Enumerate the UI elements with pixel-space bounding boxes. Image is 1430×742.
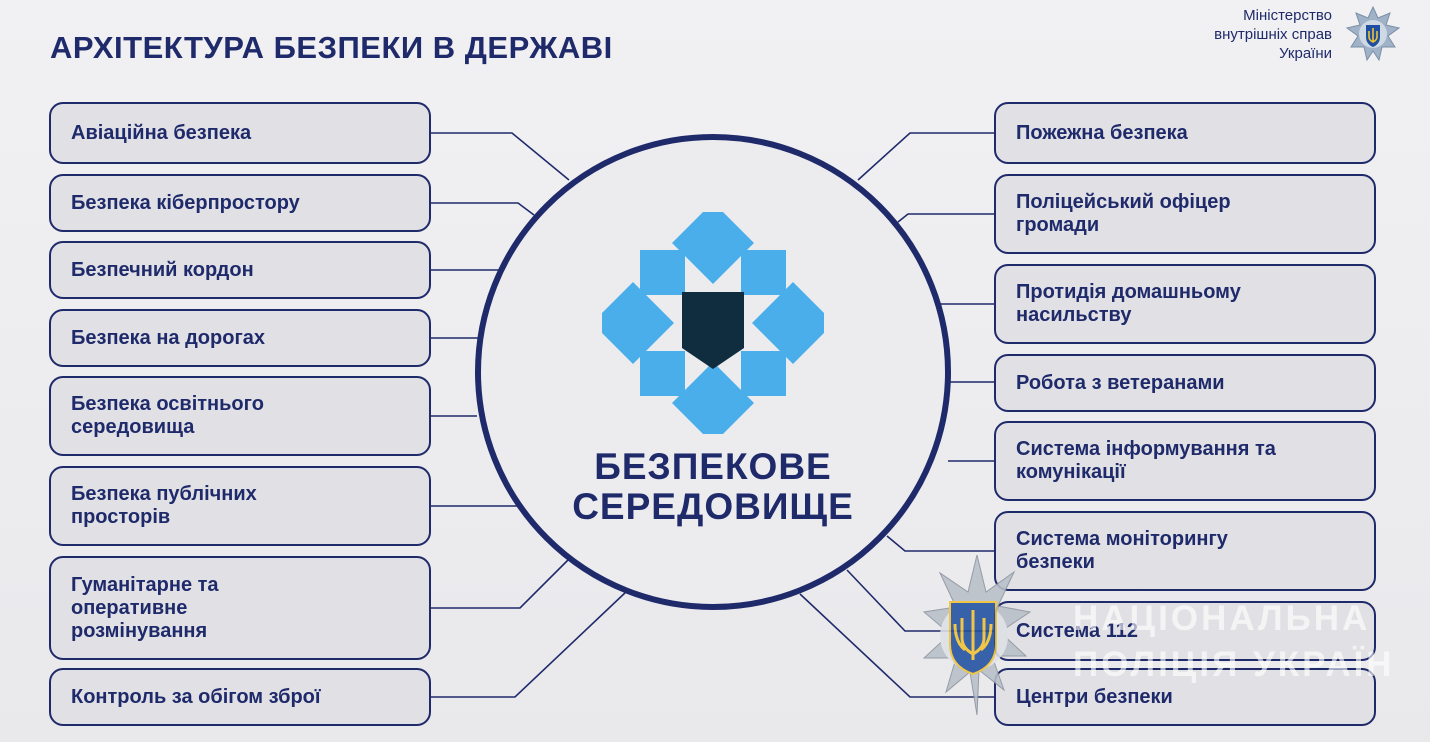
right-node: Пожежна безпека — [994, 102, 1376, 164]
connector-line — [897, 213, 994, 223]
connector-line — [857, 132, 994, 181]
left-node: Безпека кіберпростору — [49, 174, 431, 232]
ministry-line: Міністерство — [1243, 7, 1332, 24]
connector-line — [799, 593, 994, 698]
connector-line — [431, 132, 570, 181]
connector-line — [431, 590, 628, 698]
node-label: Безпека на дорогах — [71, 326, 266, 349]
node-label: Безпека кіберпростору — [71, 191, 300, 214]
connector-line — [431, 202, 535, 216]
right-node: Система 112 — [994, 601, 1376, 661]
left-node: Безпека освітнього середовища — [49, 376, 431, 456]
node-label: Безпека освітнього середовища — [71, 393, 264, 438]
node-label: Поліцейський офіцер громади — [1016, 191, 1231, 236]
national-police-emblem-icon — [922, 554, 1032, 716]
ministry-emblem-icon — [1345, 6, 1401, 62]
node-label: Гуманітарне та оперативне розмінування — [71, 573, 219, 642]
node-label: Система 112 — [1016, 619, 1138, 642]
watermark-line: ПОЛІЦІЯ УКРАЇН — [1073, 645, 1395, 684]
ministry-line: внутрішніх справ — [1214, 26, 1332, 43]
right-node: Центри безпеки — [994, 668, 1376, 726]
node-label: Робота з ветеранами — [1016, 371, 1225, 394]
right-node: Система моніторингу безпеки — [994, 511, 1376, 591]
ministry-line: України — [1279, 45, 1332, 62]
node-label: Контроль за обігом зброї — [71, 685, 321, 708]
node-label: Протидія домашньому насильству — [1016, 281, 1241, 326]
node-label: Система інформування та комунікації — [1016, 438, 1276, 483]
node-label: Центри безпеки — [1016, 685, 1173, 708]
right-node: Протидія домашньому насильству — [994, 264, 1376, 344]
left-node: Гуманітарне та оперативне розмінування — [49, 556, 431, 660]
connector-line — [886, 535, 994, 552]
watermark-line: НАЦІОНАЛЬНА — [1073, 599, 1371, 638]
hub-title-line: СЕРЕДОВИЩЕ — [572, 486, 854, 527]
police-watermark: НАЦІОНАЛЬНА ПОЛІЦІЯ УКРАЇН — [1073, 596, 1395, 688]
node-label: Безпека публічних просторів — [71, 483, 257, 528]
node-label: Безпечний кордон — [71, 258, 254, 281]
left-node: Авіаційна безпека — [49, 102, 431, 164]
left-node: Контроль за обігом зброї — [49, 668, 431, 726]
left-node: Безпечний кордон — [49, 241, 431, 299]
node-label: Пожежна безпека — [1016, 121, 1188, 144]
right-node: Поліцейський офіцер громади — [994, 174, 1376, 254]
connector-line — [431, 559, 569, 609]
page-title: АРХІТЕКТУРА БЕЗПЕКИ В ДЕРЖАВІ — [50, 30, 613, 65]
right-node: Робота з ветеранами — [994, 354, 1376, 412]
ministry-name: Міністерство внутрішніх справ України — [1112, 6, 1332, 63]
hub-title-line: БЕЗПЕКОВЕ — [594, 446, 832, 487]
left-node: Безпека на дорогах — [49, 309, 431, 367]
right-node: Система інформування та комунікації — [994, 421, 1376, 501]
hub-title: БЕЗПЕКОВЕ СЕРЕДОВИЩЕ — [475, 447, 951, 527]
node-label: Система моніторингу безпеки — [1016, 528, 1228, 573]
left-node: Безпека публічних просторів — [49, 466, 431, 546]
node-label: Авіаційна безпека — [71, 121, 252, 144]
security-environment-logo — [602, 212, 824, 434]
